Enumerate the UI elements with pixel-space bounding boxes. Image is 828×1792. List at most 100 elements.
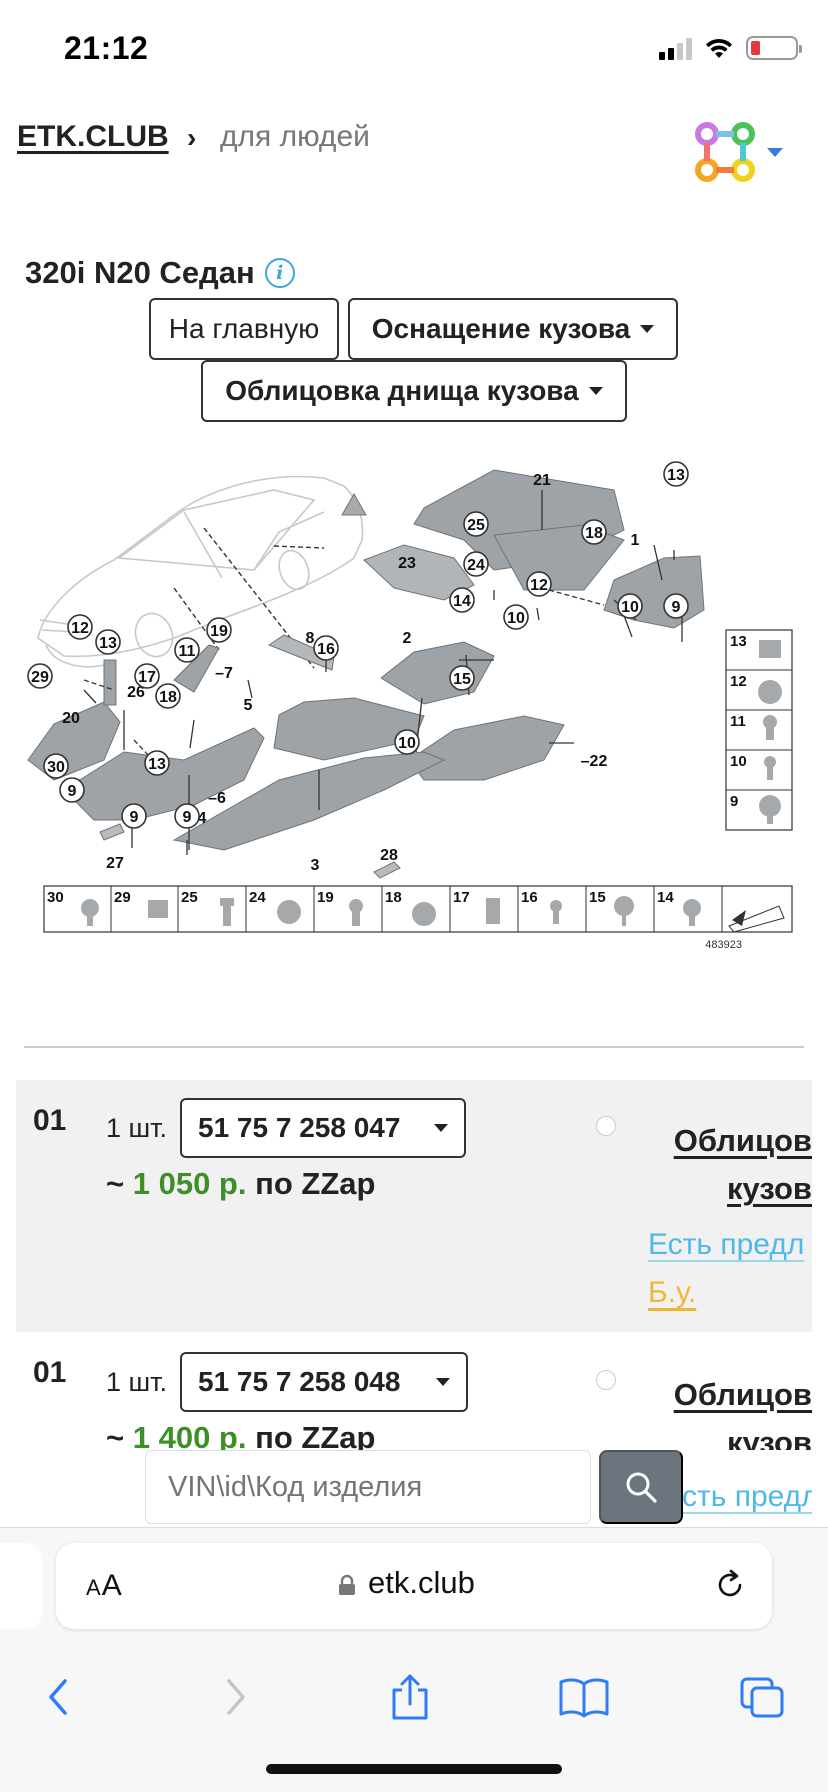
chevron-left-icon xyxy=(49,1679,67,1715)
callout-16: 16 xyxy=(313,635,339,661)
quantity: 1 шт. xyxy=(106,1113,168,1143)
part-row: 01 1 шт. 51 75 7 258 048 ~ 1 400 р. по Z… xyxy=(16,1334,812,1450)
reload-icon[interactable] xyxy=(712,1567,748,1603)
svg-text:13: 13 xyxy=(148,756,166,773)
callout-20: 20 xyxy=(62,710,80,727)
chevron-down-icon xyxy=(434,1124,448,1132)
url-display[interactable]: etk.club xyxy=(338,1565,475,1601)
part-number: 51 75 7 258 047 xyxy=(198,1112,401,1143)
svg-text:18: 18 xyxy=(159,689,177,706)
row-number: 01 xyxy=(33,1104,67,1137)
address-bar[interactable]: AA etk.club xyxy=(56,1543,772,1629)
info-icon[interactable]: i xyxy=(264,258,295,288)
callout-1: 1 xyxy=(631,532,640,549)
group-dropdown[interactable]: Оснащение кузова xyxy=(348,298,678,360)
panel-27 xyxy=(99,823,125,841)
bookmarks-button[interactable] xyxy=(554,1667,614,1727)
row-radio[interactable] xyxy=(596,1116,616,1136)
part-name-line1[interactable]: Облицов xyxy=(673,1377,812,1412)
callout-2: 2 xyxy=(403,630,412,647)
svg-text:9: 9 xyxy=(183,809,192,826)
svg-text:12: 12 xyxy=(530,577,548,594)
row-radio[interactable] xyxy=(596,1370,616,1390)
svg-text:24: 24 xyxy=(467,557,485,574)
callout-7: –7 xyxy=(215,665,233,682)
subgroup-dropdown[interactable]: Облицовка днища кузова xyxy=(201,360,627,422)
subgroup-dropdown-label: Облицовка днища кузова xyxy=(225,375,579,406)
callout-12a: 12 xyxy=(526,571,552,597)
search-input[interactable] xyxy=(145,1450,591,1524)
callout-6: –6 xyxy=(208,790,226,807)
part-name-line2[interactable]: кузов xyxy=(727,1171,812,1206)
part-name-line1[interactable]: Облицов xyxy=(673,1123,812,1158)
callout-14: 14 xyxy=(449,587,475,613)
callout-27: 27 xyxy=(106,855,124,872)
chevron-down-icon xyxy=(588,387,603,395)
breadcrumb-separator: › xyxy=(187,122,197,153)
callout-13b: 13 xyxy=(95,629,121,655)
part-name-line2[interactable]: кузов xyxy=(727,1425,812,1450)
callout-13c: 13 xyxy=(144,750,170,776)
share-button[interactable] xyxy=(380,1667,440,1727)
brand-link[interactable]: ETK.CLUB xyxy=(17,120,169,153)
svg-text:15: 15 xyxy=(589,889,606,906)
back-button[interactable] xyxy=(28,1667,88,1727)
callout-12b: 12 xyxy=(67,614,93,640)
parts-diagram[interactable]: 21 1 2 3 4 5 –6 –7 8 –22 23 26 20 27 28 … xyxy=(24,460,804,1015)
offers-link[interactable]: Есть предл xyxy=(648,1228,805,1261)
divider xyxy=(24,1046,804,1048)
reader-settings-button[interactable]: AA xyxy=(86,1569,123,1602)
svg-text:13: 13 xyxy=(99,635,117,652)
site-header: ETK.CLUB › для людей xyxy=(17,118,811,198)
callout-9b: 9 xyxy=(59,777,85,803)
battery-icon xyxy=(746,36,802,60)
status-bar: 21:12 xyxy=(0,0,828,100)
callout-19: 19 xyxy=(206,617,232,643)
part-row: 01 1 шт. 51 75 7 258 047 ~ 1 050 р. по Z… xyxy=(16,1080,812,1332)
used-parts-link[interactable]: Б.у. xyxy=(648,1276,697,1309)
part-number-dropdown[interactable]: 51 75 7 258 047 xyxy=(180,1098,466,1158)
part-number: 51 75 7 258 048 xyxy=(198,1366,401,1397)
search-button[interactable] xyxy=(599,1450,683,1524)
svg-text:19: 19 xyxy=(317,889,334,906)
svg-text:16: 16 xyxy=(521,889,538,906)
svg-text:12: 12 xyxy=(730,673,747,690)
callout-9a: 9 xyxy=(663,593,689,619)
clip-top xyxy=(341,492,367,516)
svg-text:9: 9 xyxy=(672,599,681,616)
svg-text:18: 18 xyxy=(385,889,402,906)
callout-26: 26 xyxy=(127,684,145,701)
svg-text:9: 9 xyxy=(68,783,77,800)
model-title-text: 320i N20 Седан xyxy=(25,255,255,290)
tabs-button[interactable] xyxy=(732,1667,792,1727)
home-button[interactable]: На главную xyxy=(149,298,339,360)
wifi-icon xyxy=(706,38,732,58)
offers-link[interactable]: сть предл xyxy=(682,1480,812,1513)
status-icons xyxy=(659,36,802,60)
price-prefix: ~ xyxy=(106,1166,125,1201)
svg-text:30: 30 xyxy=(47,759,65,776)
callout-30: 30 xyxy=(43,753,69,779)
callout-25: 25 xyxy=(463,511,489,537)
price-value: 1 400 р. xyxy=(132,1420,247,1450)
group-dropdown-label: Оснащение кузова xyxy=(371,313,631,344)
svg-text:16: 16 xyxy=(317,641,335,658)
price-prefix: ~ xyxy=(106,1420,125,1450)
forward-button[interactable] xyxy=(206,1667,266,1727)
previous-tab-preview[interactable] xyxy=(0,1543,42,1629)
callout-29: 29 xyxy=(27,663,53,689)
callout-24: 24 xyxy=(463,551,489,577)
panel-2 xyxy=(380,641,495,705)
callout-9c: 9 xyxy=(121,803,147,829)
callout-9d: 9 xyxy=(174,803,200,829)
price-source: по ZZap xyxy=(255,1420,376,1450)
app-menu-icon[interactable] xyxy=(685,118,793,190)
svg-text:19: 19 xyxy=(210,623,228,640)
price-value: 1 050 р. xyxy=(132,1166,247,1201)
svg-text:11: 11 xyxy=(730,713,746,730)
part-number-dropdown[interactable]: 51 75 7 258 048 xyxy=(180,1352,468,1412)
svg-text:9: 9 xyxy=(730,793,738,810)
url-text: etk.club xyxy=(368,1565,475,1600)
